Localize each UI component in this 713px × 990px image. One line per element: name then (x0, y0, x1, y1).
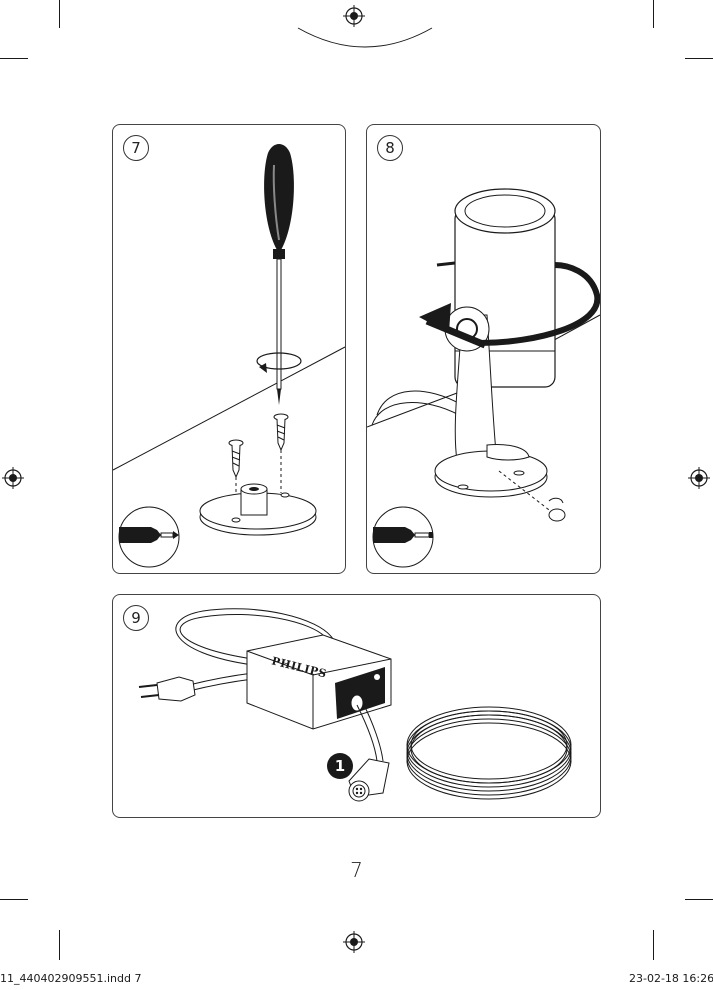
registration-mark-icon (2, 467, 24, 489)
page-number: 7 (0, 858, 713, 882)
crop-mark-top-right-vertical (653, 0, 654, 28)
screwdriver-mounting-illustration (113, 125, 345, 573)
flat-screwdriver-inset-icon (373, 507, 433, 567)
top-arc-decoration (290, 20, 440, 52)
crop-mark-top-left-vertical (59, 0, 60, 28)
registration-mark-icon (343, 931, 365, 953)
cable-coil (407, 707, 571, 799)
power-plug-icon (139, 677, 195, 701)
crop-mark-bottom-left-horizontal (0, 899, 28, 900)
power-adapter-illustration (113, 595, 600, 817)
callout-number: 1 (327, 753, 353, 779)
step-8-panel: 8 (366, 124, 601, 574)
step-number-badge: 7 (123, 135, 149, 161)
crop-mark-top-right-horizontal (685, 58, 713, 59)
cable-connector-icon (349, 759, 389, 801)
screw-icon (229, 440, 243, 477)
crop-mark-bottom-right-vertical (653, 930, 654, 960)
step-7-panel: 7 (112, 124, 346, 574)
crop-mark-bottom-right-horizontal (685, 899, 713, 900)
screw-icon (274, 414, 288, 450)
footer-file-name: 11_440402909551.indd 7 (0, 972, 141, 985)
crop-mark-top-left-horizontal (0, 58, 28, 59)
power-adapter-box (247, 635, 391, 729)
footer-date: 23-02-18 16:26 (629, 972, 713, 985)
registration-mark-icon (688, 467, 710, 489)
step-number-badge: 8 (377, 135, 403, 161)
crop-mark-bottom-left-vertical (59, 930, 60, 960)
phillips-screwdriver-inset-icon (119, 507, 179, 567)
step-9-panel: PHILIPS 1 9 (112, 594, 601, 818)
spotlight-adjust-illustration (367, 125, 600, 573)
step-number-badge: 9 (123, 605, 149, 631)
